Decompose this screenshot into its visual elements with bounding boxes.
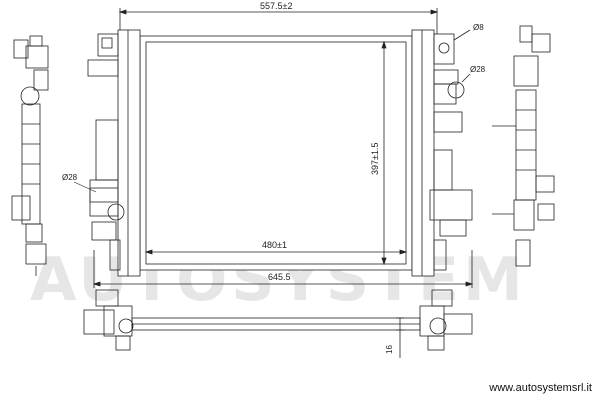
dimension-core-width: [144, 249, 408, 255]
dimension-core-width-label: 480±1: [262, 240, 287, 250]
dimension-depth-label: 16: [385, 345, 394, 354]
dimension-core-height: [381, 40, 387, 266]
radiator-front-view: [87, 29, 473, 277]
footer-url: www.autosystemsrl.it: [489, 382, 592, 394]
radiator-left-side-view: [11, 35, 49, 276]
dimension-top-width: [118, 8, 439, 34]
dimension-overall-width-label: 645.5: [268, 272, 291, 282]
dimension-core-height-label: 397±1.5: [370, 143, 380, 175]
pipe-right-label: Ø28: [470, 65, 486, 74]
radiator-bottom-view: [83, 289, 473, 358]
bolt-label: Ø8: [473, 23, 484, 32]
radiator-right-side-view: [492, 25, 555, 267]
pipe-left-leader: [73, 181, 97, 193]
pipe-left-label: Ø28: [62, 173, 78, 182]
dimension-overall-width: [92, 250, 474, 288]
dimension-top-width-label: 557.5±2: [260, 1, 292, 11]
